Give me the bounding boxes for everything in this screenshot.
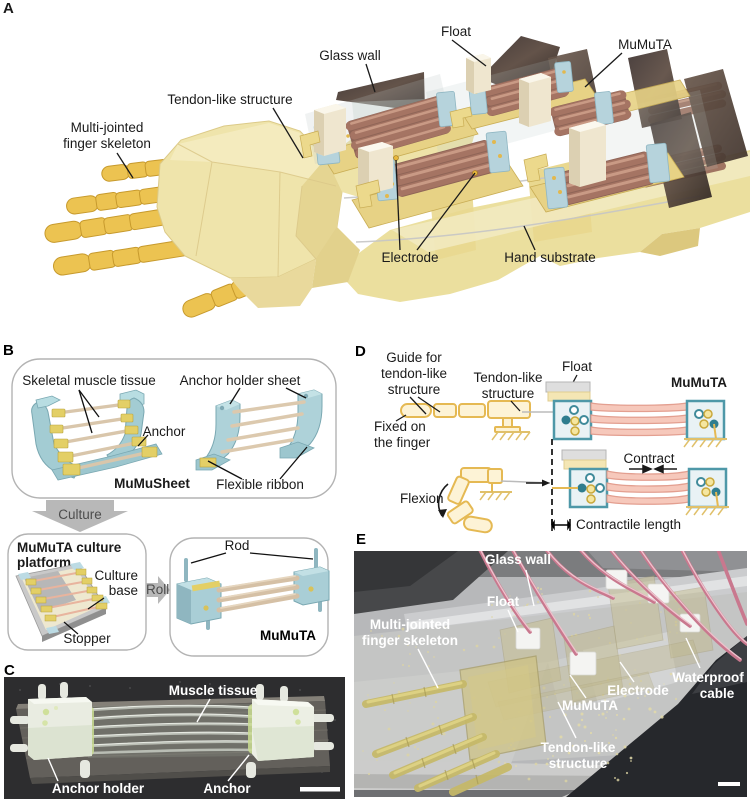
svg-text:Float: Float	[441, 24, 471, 39]
svg-text:D: D	[355, 343, 366, 360]
svg-text:MuMuSheet: MuMuSheet	[114, 476, 190, 491]
svg-text:base: base	[109, 583, 138, 598]
svg-text:cable: cable	[700, 686, 735, 701]
svg-text:C: C	[4, 662, 15, 679]
svg-text:Waterproof: Waterproof	[672, 670, 744, 685]
svg-text:Culture: Culture	[94, 568, 138, 583]
svg-text:MuMuTA: MuMuTA	[618, 37, 672, 52]
svg-text:MuMuTA: MuMuTA	[562, 698, 618, 713]
svg-text:Multi-jointed: Multi-jointed	[370, 617, 450, 632]
svg-text:Contractile length: Contractile length	[576, 517, 681, 532]
svg-text:structure: structure	[482, 386, 535, 401]
svg-text:Anchor holder sheet: Anchor holder sheet	[180, 373, 301, 388]
svg-text:MuMuTA: MuMuTA	[260, 628, 316, 643]
svg-text:tendon-like: tendon-like	[381, 366, 447, 381]
svg-text:the finger: the finger	[374, 435, 431, 450]
svg-text:Culture: Culture	[58, 507, 102, 522]
svg-text:Hand substrate: Hand substrate	[504, 250, 596, 265]
svg-text:Glass wall: Glass wall	[319, 48, 381, 63]
svg-text:finger skeleton: finger skeleton	[362, 633, 458, 648]
svg-text:Tendon-like structure: Tendon-like structure	[167, 92, 292, 107]
svg-text:Guide for: Guide for	[386, 350, 442, 365]
svg-text:structure: structure	[388, 382, 441, 397]
svg-text:Flexible ribbon: Flexible ribbon	[216, 477, 304, 492]
svg-text:Tendon-like: Tendon-like	[473, 370, 542, 385]
svg-text:platform: platform	[17, 555, 71, 570]
svg-text:Anchor: Anchor	[203, 781, 251, 796]
svg-text:structure: structure	[549, 756, 608, 771]
svg-text:Tendon-like: Tendon-like	[541, 740, 616, 755]
svg-text:Roll: Roll	[146, 582, 169, 597]
svg-text:MuMuTA culture: MuMuTA culture	[17, 540, 122, 555]
svg-text:Electrode: Electrode	[607, 683, 669, 698]
svg-text:Electrode: Electrode	[381, 250, 438, 265]
svg-text:Multi-jointed: Multi-jointed	[71, 120, 144, 135]
svg-text:Float: Float	[562, 359, 592, 374]
svg-text:finger skeleton: finger skeleton	[63, 136, 151, 151]
svg-text:Contract: Contract	[623, 451, 674, 466]
svg-text:Flexion: Flexion	[400, 491, 444, 506]
svg-text:B: B	[3, 342, 14, 359]
svg-text:Skeletal muscle tissue: Skeletal muscle tissue	[22, 373, 156, 388]
svg-text:Anchor: Anchor	[143, 424, 186, 439]
svg-text:Muscle tissue: Muscle tissue	[169, 683, 258, 698]
svg-text:MuMuTA: MuMuTA	[671, 375, 727, 390]
svg-text:Glass wall: Glass wall	[485, 552, 551, 567]
svg-text:Fixed on: Fixed on	[374, 419, 426, 434]
svg-text:E: E	[356, 532, 366, 548]
svg-text:Float: Float	[487, 594, 520, 609]
svg-text:Stopper: Stopper	[63, 631, 111, 646]
svg-text:Rod: Rod	[225, 538, 250, 553]
svg-text:A: A	[3, 0, 14, 17]
svg-text:Anchor holder: Anchor holder	[52, 781, 145, 796]
